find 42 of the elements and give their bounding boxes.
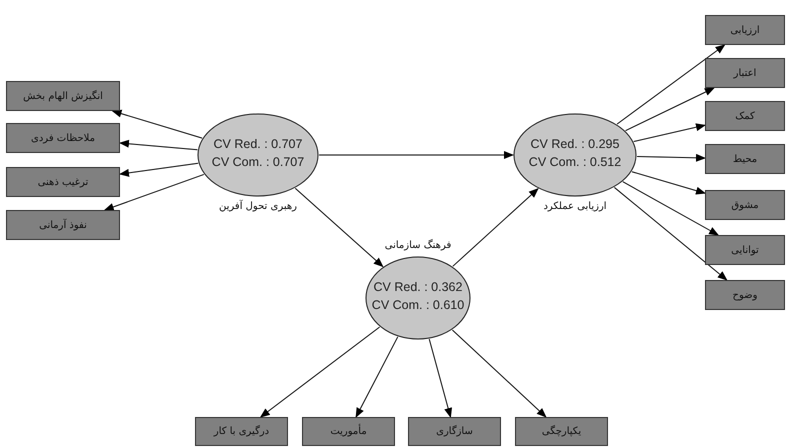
cv-value: CV Red. : 0.707 xyxy=(214,137,302,151)
indicator-box: کمک xyxy=(705,101,785,131)
indicator-box: سازگاری xyxy=(408,417,501,446)
construct-name: ارزیابی عملکرد xyxy=(543,201,607,212)
indicator-box: انگیزش الهام بخش xyxy=(6,81,120,111)
arrow xyxy=(636,154,706,162)
arrow xyxy=(294,188,384,268)
cv-value: CV Red. : 0.295 xyxy=(530,137,620,151)
arrow xyxy=(631,171,706,195)
arrow xyxy=(428,338,452,418)
arrow xyxy=(614,186,728,281)
cv-value: CV Com. : 0.512 xyxy=(528,155,622,169)
indicator-box: ترغیب ذهنی xyxy=(6,167,120,197)
indicator-box: نفوذ آرمانی xyxy=(6,210,120,240)
arrow xyxy=(616,44,726,125)
indicator-box: ملاحظات فردی xyxy=(6,123,120,153)
indicator-box: محیط xyxy=(705,144,785,174)
indicator-box: وضوح xyxy=(705,280,785,310)
construct-name: فرهنگ سازمانی xyxy=(384,240,452,251)
indicator-box: مأموریت xyxy=(302,417,395,446)
arrow xyxy=(260,326,380,418)
cv-value: CV Com. : 0.707 xyxy=(212,155,304,169)
indicator-box: مشوق xyxy=(705,190,785,220)
cv-value: CV Com. : 0.610 xyxy=(372,298,464,312)
construct-name: رهبری تحول آفرین xyxy=(219,201,297,212)
arrow xyxy=(622,181,720,236)
arrow xyxy=(119,162,199,177)
arrow xyxy=(452,329,547,418)
arrow xyxy=(625,88,715,132)
arrow xyxy=(452,188,539,267)
indicator-box: توانایی xyxy=(705,235,785,265)
arrow xyxy=(633,123,706,142)
arrow xyxy=(112,110,203,139)
indicator-box: ارزیابی xyxy=(705,15,785,45)
arrow xyxy=(119,140,198,150)
indicator-box: یکپارچگی xyxy=(515,417,608,446)
indicator-box: اعتبار xyxy=(705,58,785,88)
arrow xyxy=(104,174,204,211)
cv-value: CV Red. : 0.362 xyxy=(374,280,462,294)
arrow xyxy=(356,336,398,418)
arrow xyxy=(318,151,514,159)
indicator-box: درگیری با کار xyxy=(195,417,288,446)
